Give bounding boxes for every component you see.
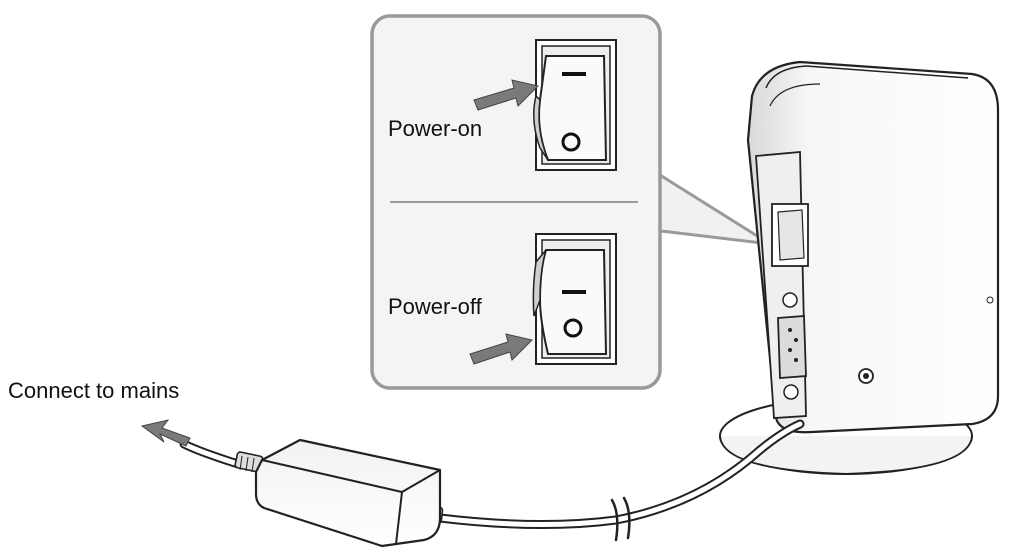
press-arrow-on-icon	[473, 79, 539, 111]
power-on-label: Power-on	[388, 116, 483, 141]
switch-on-icon	[533, 39, 617, 171]
serial-port-icon	[777, 292, 807, 400]
connect-to-mains-label: Connect to mains	[8, 378, 180, 403]
cable-icon	[179, 419, 805, 542]
press-arrow-off-icon	[469, 333, 533, 365]
mains-arrow-icon	[140, 419, 191, 447]
power-adapter-icon	[234, 438, 444, 548]
switch-off-icon	[532, 233, 617, 365]
power-off-label: Power-off	[388, 294, 482, 319]
router-device-icon	[719, 60, 1000, 476]
